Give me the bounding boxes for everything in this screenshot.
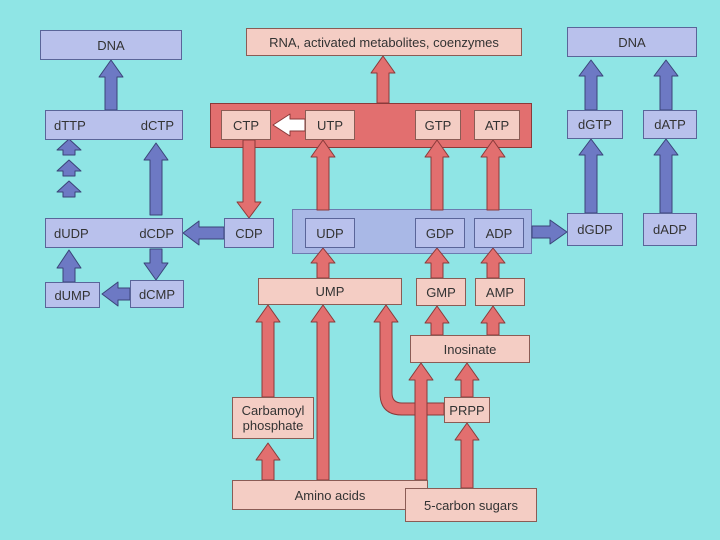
dctp-label: dCTP [140,117,174,133]
arrow-ctp-to-cdp [236,139,262,219]
prpp-box: PRPP [444,397,490,423]
dump-box: dUMP [45,282,100,308]
arrow-dump-to-dudp [56,249,82,283]
products-box: RNA, activated metabolites, coenzymes [246,28,522,56]
arrow-dudp-to-dttp-1 [56,180,82,198]
arrow-gmp-to-gdp [424,247,450,279]
arrow-inosinate-to-amp [480,305,506,336]
arrow-prpp-to-ump [373,304,445,416]
dgdp-box: dGDP [567,213,623,246]
five-carbon-sugars-box: 5-carbon sugars [405,488,537,522]
dcdp-label: dCDP [139,225,174,241]
arrow-utp-to-ctp [272,113,306,137]
arrow-adp-to-atp [480,139,506,211]
ctp-box: CTP [221,110,271,140]
dudp-dcdp-box: dUDP dCDP [45,218,183,248]
arrow-dcdp-to-dcmp [143,248,169,281]
gmp-box: GMP [416,278,466,306]
dna-left-box: DNA [40,30,182,60]
arrow-dudp-to-dttp-2 [56,159,82,177]
arrow-cdp-to-dcdp [182,220,225,246]
atp-box: ATP [474,110,520,140]
arrow-dcmp-to-dump [101,281,131,307]
adp-box: ADP [474,218,524,248]
arrow-amino-acids-to-inosinate [408,362,434,481]
dttp-dctp-box: dTTP dCTP [45,110,183,140]
dgtp-box: dGTP [567,110,623,139]
arrow-dadp-to-datp [653,138,679,214]
arrow-adp-to-dgdp [531,219,568,245]
arrow-prpp-to-inosinate [454,362,480,398]
arrow-dttp-to-dna [98,59,124,111]
arrow-dgdp-to-dgtp [578,138,604,214]
arrow-dcdp-to-dctp [143,142,169,216]
arrow-sugars-to-prpp [454,422,480,489]
cdp-box: CDP [224,218,274,248]
arrow-dgtp-to-dna [578,59,604,111]
arrow-ump-to-udp [310,247,336,279]
gtp-box: GTP [415,110,461,140]
dcmp-box: dCMP [130,280,184,308]
carbamoyl-phosphate-box: Carbamoyl phosphate [232,397,314,439]
arrow-inosinate-to-gmp [424,305,450,336]
dudp-label: dUDP [54,225,89,241]
amp-box: AMP [475,278,525,306]
udp-box: UDP [305,218,355,248]
arrow-datp-to-dna [653,59,679,111]
utp-box: UTP [305,110,355,140]
arrow-udp-to-utp [310,139,336,211]
ump-box: UMP [258,278,402,305]
arrow-amino-acids-to-carbamoyl [255,442,281,481]
arrow-amino-acids-to-ump [310,304,336,481]
datp-box: dATP [643,110,697,139]
dttp-label: dTTP [54,117,86,133]
inosinate-box: Inosinate [410,335,530,363]
dna-right-box: DNA [567,27,697,57]
arrow-gdp-to-gtp [424,139,450,211]
arrow-rna-panel-to-products [370,55,396,104]
arrow-amp-to-adp [480,247,506,279]
arrow-carbamoyl-to-ump [255,304,281,398]
arrow-dudp-to-dttp-3 [56,138,82,156]
amino-acids-box: Amino acids [232,480,428,510]
dadp-box: dADP [643,213,697,246]
gdp-box: GDP [415,218,465,248]
